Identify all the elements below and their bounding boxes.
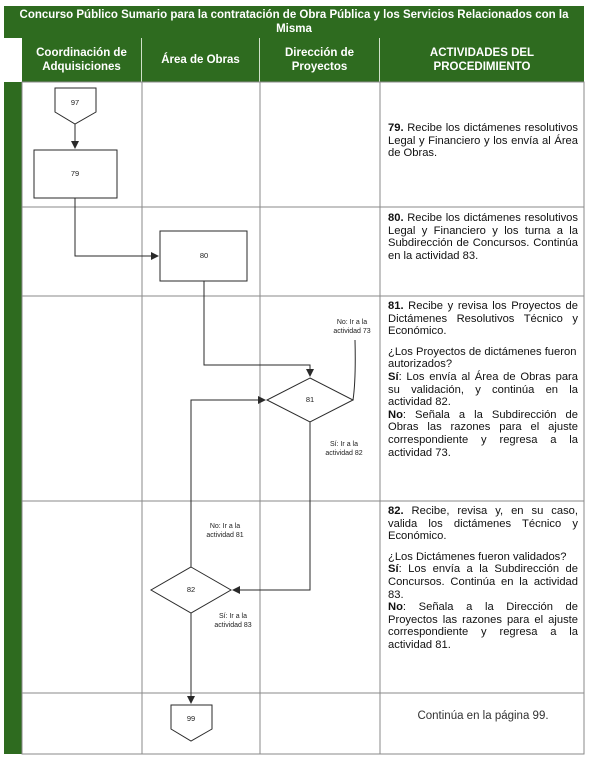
activity-81-si-label: Sí [388,370,399,383]
activity-82-question: ¿Los Dictámenes fueron validados? [388,550,567,563]
header-area-obras: Área de Obras [142,38,260,82]
left-green-band [4,82,22,754]
label-82-si: Sí: Ir a la actividad 83 [214,613,252,629]
process-box-79 [33,149,118,199]
table-grid [21,81,585,755]
flow-arrow-82-81 [190,396,266,567]
header-actividades: ACTIVIDADES DEL PROCEDIMIENTO [380,38,584,82]
box-79-label: 79 [70,169,80,178]
flow-arrow-79-80 [74,198,159,260]
activity-80-text: Recibe los dictámenes resolutivos Legal … [388,212,578,262]
connector-99-label: 99 [186,714,196,723]
label-81-si: Sí: Ir a la actividad 82 [325,441,363,457]
activity-79-text: Recibe los dictámenes resolutivos Legal … [388,122,578,160]
activity-80: 80. Recibe los dictámenes resolutivos Le… [388,212,578,268]
activity-81: 81. Recibe y revisa los Proyectos de Dic… [388,300,578,459]
label-81-no: No: Ir a la actividad 73 [333,319,371,335]
activity-79-number: 79. [388,122,404,134]
decision-81-label: 81 [305,395,315,404]
flow-line-81-no [352,339,356,401]
activity-79: 79. Recibe los dictámenes resolutivos Le… [388,122,578,166]
activity-80-number: 80. [388,212,404,224]
activity-82-no-text: : Señala a la Dirección de Proyectos las… [388,601,578,651]
page-title: Concurso Público Sumario para la contrat… [4,6,584,38]
continue-note: Continúa en la página 99. [417,710,549,722]
off-page-connector-97 [54,87,97,125]
flow-arrow-80-81 [203,281,314,377]
activity-82-si-text: : Los envía a la Subdirección de Concurs… [388,563,578,601]
flow-arrow-81-82 [232,422,311,594]
process-box-80 [159,230,248,282]
decision-82-label: 82 [186,585,196,594]
header-coordinacion: Coordinación de Adquisiciones [22,38,142,82]
connector-97-label: 97 [70,98,80,107]
activity-81-question: ¿Los Proyectos de dictámenes fueron auto… [388,345,577,371]
header-direccion-proyectos: Dirección de Proyectos [260,38,380,82]
off-page-connector-99 [170,704,213,742]
label-82-no: No: Ir a la actividad 81 [206,523,244,539]
activity-82: 82. Recibe, revisa y, en su caso, valida… [388,505,578,652]
activity-81-no-label: No [388,408,403,421]
box-80-label: 80 [199,251,209,260]
activity-82-number: 82. [388,505,404,517]
activity-82-text: Recibe, revisa y, en su caso, valida los… [388,505,578,543]
activity-81-si-text: : Los envía al Área de Obras para su val… [388,370,578,409]
activity-81-number: 81. [388,300,404,312]
activity-81-text: Recibe y revisa los Proyectos de Dictáme… [388,300,578,338]
activity-81-no-text: : Señala a la Subdirección de Obras las … [388,408,578,459]
activity-82-no-label: No [388,601,403,614]
activity-82-si-label: Sí [388,563,399,576]
